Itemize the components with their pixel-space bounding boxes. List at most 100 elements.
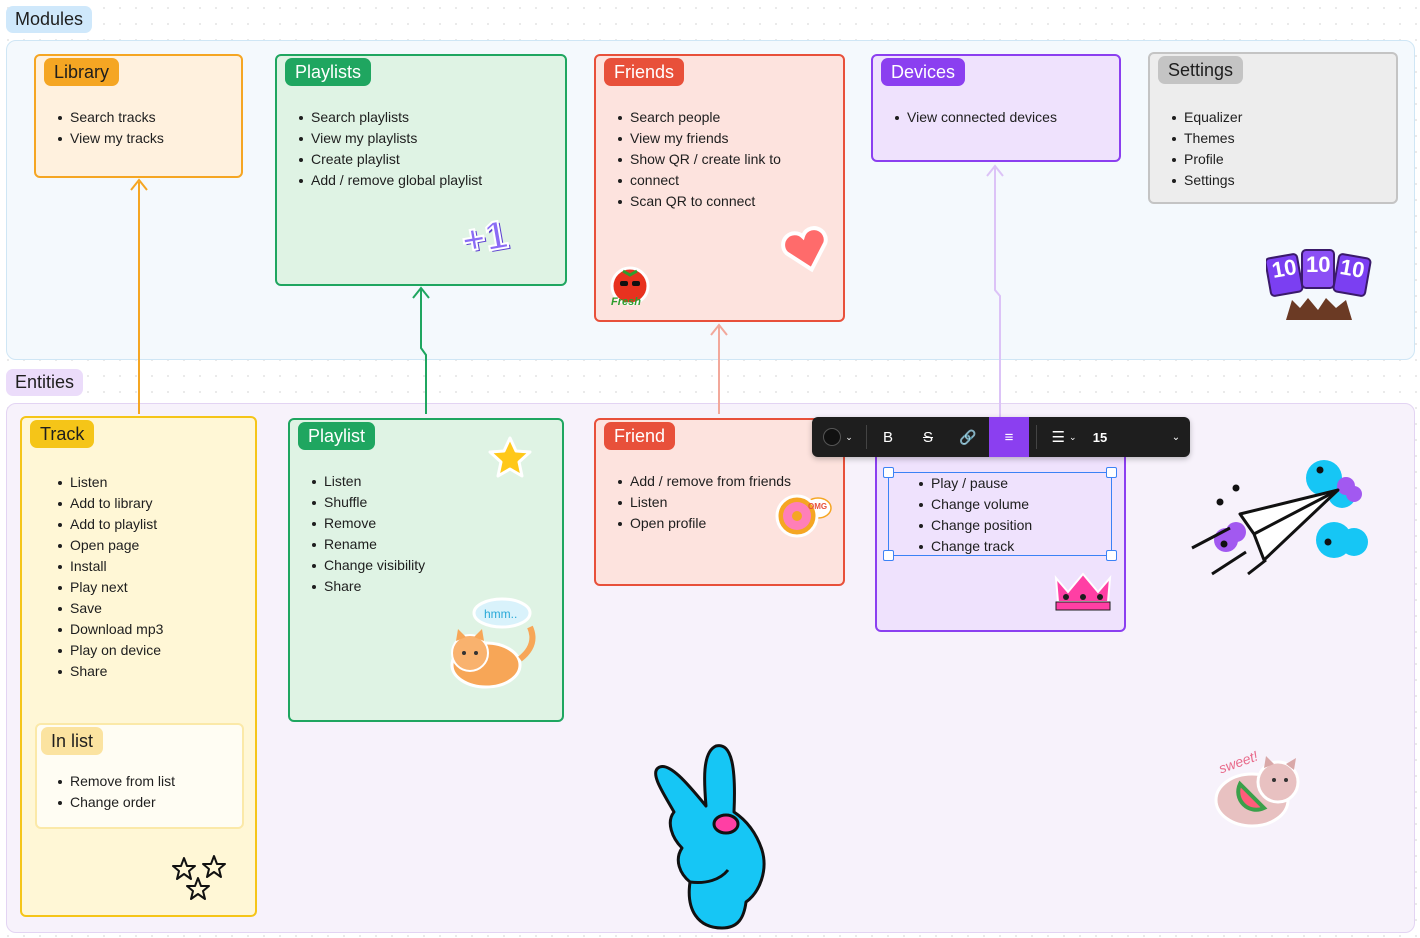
list-item: Change position — [918, 515, 1032, 536]
chevron-down-icon: ⌄ — [845, 431, 853, 442]
list-item: Play / pause — [918, 473, 1032, 494]
library-tag[interactable]: Library — [44, 58, 120, 86]
omg-donut-sticker[interactable]: OMG — [774, 490, 832, 540]
list-item: Share — [311, 576, 425, 597]
bullet-list-icon[interactable]: ≡ — [989, 417, 1029, 457]
paper-plane-sticker[interactable] — [1188, 456, 1370, 580]
link-icon[interactable]: 🔗 — [959, 428, 977, 445]
playlist-tag[interactable]: Playlist — [298, 422, 376, 450]
library-card[interactable]: Library Search tracks View my tracks — [34, 54, 243, 178]
list-item: Add to library — [57, 493, 163, 514]
settings-tag[interactable]: Settings — [1158, 56, 1244, 84]
list-item: Download mp3 — [57, 619, 163, 640]
list-item: Change visibility — [311, 555, 425, 576]
friends-list: Search people View my friends Show QR / … — [610, 107, 781, 212]
device-text-selection[interactable] — [883, 467, 1117, 561]
devices-tag[interactable]: Devices — [881, 58, 966, 86]
list-item-continuation: connect — [618, 170, 781, 191]
resize-handle[interactable] — [883, 550, 894, 561]
list-item: Search people — [618, 107, 781, 128]
chevron-down-icon: ⌄ — [1068, 431, 1077, 442]
library-list: Search tracks View my tracks — [50, 107, 164, 149]
resize-handle[interactable] — [1106, 467, 1117, 478]
list-item: Open page — [57, 535, 163, 556]
playlist-list: Listen Shuffle Remove Rename Change visi… — [304, 471, 425, 597]
entities-label[interactable]: Entities — [6, 369, 84, 396]
track-tag[interactable]: Track — [30, 420, 95, 448]
fresh-tomato-sticker[interactable]: Fresh — [608, 264, 654, 310]
list-item: View my playlists — [298, 128, 482, 149]
device-list: Play / pause Change volume Change positi… — [911, 473, 1032, 557]
list-item: Search playlists — [298, 107, 482, 128]
list-item: Scan QR to connect — [618, 191, 781, 212]
device-card[interactable]: Play / pause Change volume Change positi… — [875, 445, 1126, 632]
thinking-cat-sticker[interactable]: hmm.. — [446, 597, 542, 693]
playlists-card[interactable]: Playlists Search playlists View my playl… — [275, 54, 567, 286]
list-item: Change track — [918, 536, 1032, 557]
list-item: Show QR / create link to — [618, 149, 781, 170]
track-list: Listen Add to library Add to playlist Op… — [50, 472, 163, 682]
resize-handle[interactable] — [1106, 550, 1117, 561]
ten-out-of-ten-sticker[interactable]: 10 10 10 — [1264, 248, 1372, 322]
list-item: Listen — [311, 471, 425, 492]
bold-button[interactable]: B — [882, 428, 893, 446]
color-picker[interactable]: ⌄ — [818, 417, 858, 457]
font-size-select[interactable]: 15 — [1092, 429, 1108, 445]
list-item: Remove from list — [57, 771, 175, 792]
in-list-list: Remove from list Change order — [50, 771, 175, 813]
list-item: Listen — [57, 472, 163, 493]
in-list-tag[interactable]: In list — [41, 727, 104, 755]
modules-label[interactable]: Modules — [6, 6, 93, 33]
list-item: Install — [57, 556, 163, 577]
crown-sticker[interactable] — [1052, 570, 1114, 612]
list-item: View my tracks — [58, 128, 164, 149]
resize-handle[interactable] — [883, 467, 894, 478]
star-sticker[interactable] — [487, 435, 533, 481]
list-item: Themes — [1171, 128, 1242, 149]
list-item: Add to playlist — [57, 514, 163, 535]
settings-card[interactable]: Settings Equalizer Themes Profile Settin… — [1148, 52, 1398, 204]
list-item: Add / remove global playlist — [298, 170, 482, 191]
devices-card[interactable]: Devices View connected devices — [871, 54, 1121, 162]
align-left-icon[interactable]: ☰⌄ — [1051, 429, 1077, 446]
in-list-card[interactable]: In list Remove from list Change order — [35, 723, 244, 829]
list-item: Rename — [311, 534, 425, 555]
list-item: Play on device — [57, 640, 163, 661]
list-item: Search tracks — [58, 107, 164, 128]
watermelon-cat-icon — [1214, 756, 1300, 828]
settings-list: Equalizer Themes Profile Settings — [1164, 107, 1242, 191]
list-item: Save — [57, 598, 163, 619]
sweet-cat-sticker[interactable]: sweet! — [1208, 748, 1312, 832]
heart-sticker[interactable] — [781, 226, 833, 274]
list-item: Remove — [311, 513, 425, 534]
list-item: Listen — [617, 492, 791, 513]
friends-tag[interactable]: Friends — [604, 58, 685, 86]
cat-icon — [450, 597, 536, 689]
list-item: Play next — [57, 577, 163, 598]
chevron-down-icon[interactable]: ⌄ — [1171, 431, 1181, 443]
list-item: Change volume — [918, 494, 1032, 515]
list-item: View connected devices — [895, 107, 1057, 128]
list-item: Change order — [57, 792, 175, 813]
devices-list: View connected devices — [887, 107, 1057, 128]
friend-tag[interactable]: Friend — [604, 422, 676, 450]
list-item: Equalizer — [1171, 107, 1242, 128]
scorecards-icon — [1264, 249, 1372, 320]
tomato-icon — [610, 266, 650, 306]
list-item: View my friends — [618, 128, 781, 149]
list-item: Share — [57, 661, 163, 682]
donut-icon — [775, 494, 832, 538]
friend-list: Add / remove from friends Listen Open pr… — [610, 471, 791, 534]
playlists-list: Search playlists View my playlists Creat… — [291, 107, 482, 191]
playlists-tag[interactable]: Playlists — [285, 58, 372, 86]
plus-one-sticker[interactable]: +1 — [457, 211, 512, 264]
list-item: Create playlist — [298, 149, 482, 170]
strikethrough-icon[interactable]: S — [922, 428, 933, 446]
format-toolbar: ⌄ B S 🔗 ≡ ☰⌄ 15 ⌄ — [812, 417, 1190, 457]
track-card[interactable]: Track Listen Add to library Add to playl… — [20, 416, 257, 917]
list-item: Add / remove from friends — [617, 471, 791, 492]
list-item: Shuffle — [311, 492, 425, 513]
list-item: Settings — [1171, 170, 1242, 191]
stars-doodle-sticker[interactable] — [172, 854, 230, 904]
peace-hand-sticker[interactable] — [650, 742, 774, 930]
